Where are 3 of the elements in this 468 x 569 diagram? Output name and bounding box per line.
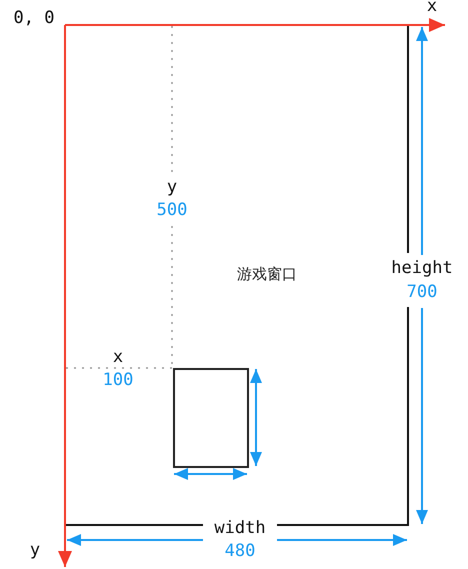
axis-label: x xyxy=(426,0,438,16)
window-label: 游戏窗口 xyxy=(237,265,297,284)
sprite-box xyxy=(173,368,249,468)
